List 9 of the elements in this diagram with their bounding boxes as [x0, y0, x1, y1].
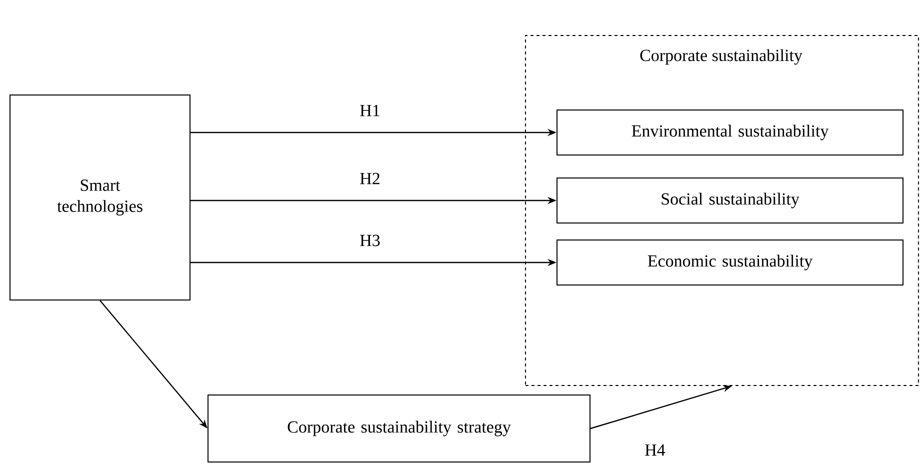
- edge-label: H3: [358, 234, 382, 248]
- process-box: Smart technologies: [10, 94, 190, 300]
- edge-label: H1: [358, 104, 382, 118]
- process-box: Environmental sustainability: [556, 110, 904, 156]
- process-box: Social sustainability: [556, 178, 904, 224]
- process-box: Economic sustainability: [556, 240, 904, 286]
- edge-label: H2: [358, 172, 382, 186]
- process-box: Corporate sustainability strategy: [208, 394, 590, 462]
- edge-label: H4: [644, 443, 666, 457]
